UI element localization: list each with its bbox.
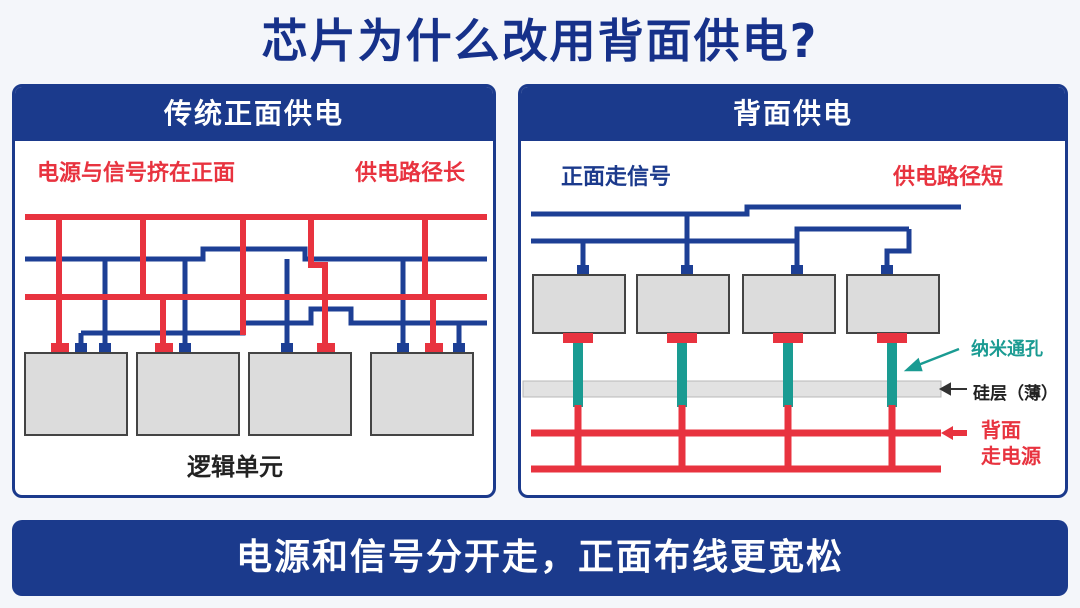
signal-line-top — [531, 204, 961, 217]
front-side-power-panel: 传统正面供电 — [12, 84, 496, 498]
power-contacts — [563, 333, 907, 343]
logic-unit-block — [532, 274, 626, 334]
backside-power-panel: 背面供电 — [518, 84, 1068, 498]
nano-via — [677, 341, 687, 407]
long-path-label: 供电路径长 — [355, 161, 466, 186]
backside-power-label: 背面 走电源 — [981, 417, 1041, 469]
front-signal-label: 正面走信号 — [561, 165, 672, 190]
crowded-front-label: 电源与信号挤在正面 — [37, 161, 236, 186]
logic-unit-block — [846, 274, 940, 334]
power-riser — [308, 217, 328, 345]
logic-unit-block — [370, 352, 474, 436]
backside-power-arrow — [941, 426, 967, 440]
logic-unit-block — [248, 352, 352, 436]
signal-line-lower — [531, 226, 909, 244]
nano-via — [887, 341, 897, 407]
signal-line-top — [25, 246, 487, 262]
page-title: 芯片为什么改用背面供电? — [261, 14, 819, 68]
silicon-layer-label: 硅层（薄） — [973, 384, 1058, 404]
nano-via-label: 纳米通孔 — [971, 339, 1043, 360]
nano-via — [783, 341, 793, 407]
silicon-layer-arrow — [938, 382, 967, 396]
nano-via-arrow — [903, 347, 960, 372]
backside-power-label-line1: 背面 — [981, 418, 1021, 442]
backside-power-header: 背面供电 — [521, 87, 1065, 141]
silicon-layer — [522, 380, 942, 398]
power-riser — [140, 217, 166, 345]
nano-via — [573, 341, 583, 407]
logic-unit-label: 逻辑单元 — [187, 453, 283, 481]
signal-contacts — [577, 265, 893, 275]
summary-banner: 电源和信号分开走，正面布线更宽松 — [12, 520, 1068, 596]
power-riser — [422, 217, 436, 345]
front-side-wiring-diagram — [24, 214, 487, 436]
logic-unit-block — [24, 352, 128, 436]
backside-power-label-line2: 走电源 — [981, 444, 1041, 468]
logic-unit-block — [742, 274, 836, 334]
signal-line-lower — [81, 306, 487, 336]
signal-drop — [884, 229, 912, 271]
power-contacts — [51, 343, 443, 353]
short-path-label: 供电路径短 — [893, 165, 1004, 190]
front-side-power-header: 传统正面供电 — [15, 87, 493, 141]
logic-unit-block — [636, 274, 730, 334]
backside-wiring-diagram — [522, 204, 967, 473]
logic-unit-block — [136, 352, 240, 436]
signal-contacts — [75, 343, 465, 353]
